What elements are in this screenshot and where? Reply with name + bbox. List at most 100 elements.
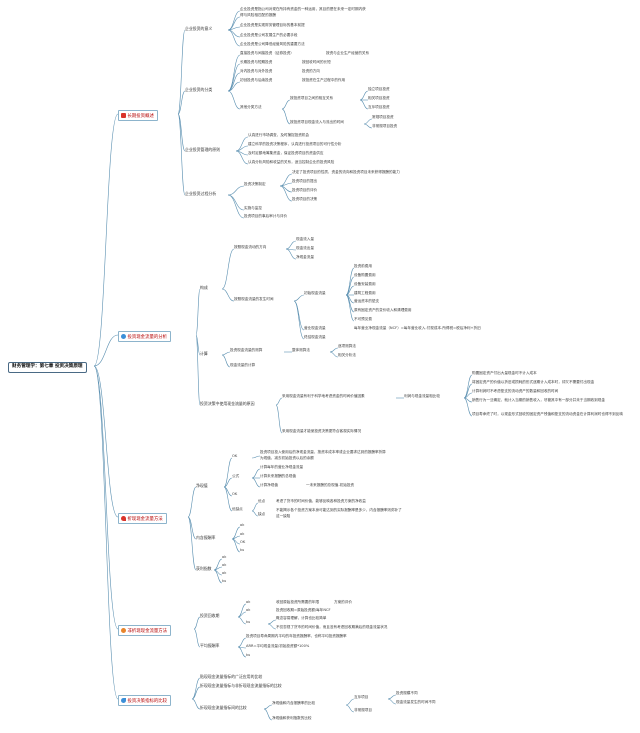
decision-item[interactable]: 投资项目的评价 bbox=[292, 188, 318, 192]
arr-item[interactable]: ku bbox=[246, 653, 251, 657]
profit-diff-item[interactable]: 将固定资产的价值以折旧或损耗的形式逐期计入成本时，却又不需要付出现金 bbox=[472, 380, 595, 384]
type-item[interactable]: 长期投资与短期投资 bbox=[240, 60, 273, 64]
principle-item[interactable]: 认真分析风险和收益的关系，适当控制企业的投资风险 bbox=[248, 160, 335, 164]
decision-making[interactable]: 投资决策制定 bbox=[244, 182, 266, 186]
topic-npv[interactable]: 净现值 bbox=[196, 483, 208, 488]
arr-item[interactable]: 投资项目寿命周期内平均的年投资报酬率，也称平均投资报酬率 bbox=[246, 634, 347, 638]
payback-value[interactable]: 投资回收期=原始投资额/每年NCF bbox=[276, 608, 331, 612]
npv-ok[interactable]: OK bbox=[232, 454, 238, 458]
comparison-item[interactable]: 贴现现金流量指标的广泛应用的比较 bbox=[200, 674, 263, 679]
arr-item[interactable]: ARR=平均现金流量/初始投资额*100% bbox=[246, 644, 310, 648]
pros-text[interactable]: 考虑了货币的时间价值，能够反映各种投资方案的净收益 bbox=[276, 499, 366, 503]
cash-flow-calculation[interactable]: 现金流量的计算 bbox=[230, 363, 256, 367]
decision-item[interactable]: 投资项目的决策 bbox=[292, 197, 318, 201]
type-note[interactable]: 按投资在生产过程中的作用 bbox=[302, 78, 346, 82]
branch-non-discounted-methods[interactable]: 非折现现金流量方法 bbox=[118, 625, 172, 637]
payback-value[interactable]: 收回原始投资所需要的年限 bbox=[276, 600, 320, 604]
pi-item[interactable]: ok bbox=[222, 555, 227, 559]
root-topic[interactable]: 财务管理学：第七章 投资决策原理 bbox=[8, 362, 87, 373]
direction-item[interactable]: 现金流出量 bbox=[296, 246, 314, 250]
reason-objective[interactable]: 采用现金流量才能使投资决策更符合客观实际情况 bbox=[282, 429, 362, 433]
principle-item[interactable]: 认真进行市场调查，及时捕捉投资机会 bbox=[248, 133, 310, 137]
type-item[interactable]: 初创投资与后续投资 bbox=[240, 78, 273, 82]
type-note[interactable]: 按回收时间的长短 bbox=[302, 60, 331, 64]
initial-item[interactable]: 设备购置费用 bbox=[354, 273, 376, 277]
meaning-item[interactable]: 企业投资是公司降低经营风险的重要方法 bbox=[240, 42, 305, 46]
method-item[interactable]: 逐项测算法 bbox=[338, 344, 356, 348]
topic-meaning[interactable]: 企业投资的意义 bbox=[185, 26, 213, 31]
other-class-a-item[interactable]: 独立项目投资 bbox=[368, 87, 390, 91]
operating-formula[interactable]: 每年营业净现金流量（NCF）=每年营业收入-付现成本-所得税=税后净利+折旧 bbox=[354, 326, 481, 330]
formula-step-note[interactable]: 一未来报酬的总现值-初始投资 bbox=[306, 483, 355, 487]
topic-payback[interactable]: 投资回收期 bbox=[200, 613, 220, 618]
pros-label[interactable]: 优点 bbox=[258, 499, 266, 503]
topic-arr[interactable]: 平均报酬率 bbox=[200, 643, 220, 648]
meaning-item[interactable]: 企业投资是公司发展生产的必要手段 bbox=[240, 33, 298, 37]
terminal-cash-flow[interactable]: 终结现金流量 bbox=[304, 335, 326, 339]
other-class-a-item[interactable]: 互斥项目投资 bbox=[368, 105, 390, 109]
cons-label[interactable]: 缺点 bbox=[258, 512, 266, 516]
type-item[interactable]: 其他分类方法 bbox=[240, 105, 262, 109]
payback-key[interactable]: ok bbox=[246, 600, 251, 604]
profit-diff-item[interactable]: 计算利润时不考虑垫支的流动资产的数量和回收的时间 bbox=[472, 389, 559, 393]
topic-calculation[interactable]: 计算 bbox=[200, 351, 208, 356]
initial-item[interactable]: 原有固定资产的变价收入和清理费用 bbox=[354, 308, 412, 312]
process-item[interactable]: 实施与监控 bbox=[244, 206, 262, 210]
branch-discounted-methods[interactable]: 折现现金流量方法 bbox=[118, 513, 167, 525]
reason-profit-vs-cash[interactable]: 利润与现金流量相比较 bbox=[404, 394, 440, 398]
mutual-item[interactable]: 现金流量发生的时间不同 bbox=[396, 700, 436, 704]
estimation-method[interactable]: 整体测算法 bbox=[292, 348, 310, 352]
topic-principles[interactable]: 企业投资管理的原则 bbox=[185, 147, 221, 152]
process-item[interactable]: 投资项目的事后审计与评价 bbox=[244, 214, 288, 218]
branch-cash-flow-analysis[interactable]: 投资现金流量的分析 bbox=[118, 331, 172, 343]
branch-indicator-comparison[interactable]: 投资决策指标的比较 bbox=[118, 695, 172, 707]
flow-period[interactable]: 按照现金流量的发生时间 bbox=[234, 297, 274, 301]
other-class-b-item[interactable]: 非常规项目投资 bbox=[372, 124, 398, 128]
topic-why-cash-flow[interactable]: 投资决策中使用现金流量的原因 bbox=[200, 401, 255, 406]
initial-item[interactable]: 不可预见费 bbox=[354, 317, 372, 321]
payback-pros[interactable]: 概念容易理解，计算也比较简单 bbox=[276, 616, 327, 620]
type-note[interactable]: 按资与企业生产经营的关系 bbox=[326, 51, 370, 55]
irr-item[interactable]: OK bbox=[240, 540, 246, 544]
topic-irr[interactable]: 内含报酬率 bbox=[196, 535, 216, 540]
operating-cash-flow[interactable]: 营业现金流量 bbox=[304, 326, 326, 330]
irr-item[interactable]: ok bbox=[240, 523, 245, 527]
type-item[interactable]: 对内投资与对外投资 bbox=[240, 69, 273, 73]
topic-pi[interactable]: 获利指数 bbox=[196, 566, 212, 571]
initial-item[interactable]: 设备安装费用 bbox=[354, 282, 376, 286]
payback-cons[interactable]: 不仅忽视了货币的时间价值，而且没有考虑回收期满后的现金流量状况 bbox=[276, 625, 388, 629]
cons-text[interactable]: 这一缺陷 bbox=[276, 514, 291, 518]
flow-direction[interactable]: 按照现金流动的方向 bbox=[234, 245, 267, 249]
meaning-item[interactable]: 企业投资是指公司对现在所持有资金的一种运用，其目的是在未来一定时期内获 bbox=[240, 7, 366, 11]
cons-text[interactable]: 不能揭示各个投资方案本身可能达到的实际报酬率是多少，内含报酬率则弥补了 bbox=[276, 508, 402, 512]
initial-item[interactable]: 营运资本的垫支 bbox=[354, 299, 380, 303]
npv-definition[interactable]: 为现值，减去初始投资以后的余额 bbox=[260, 456, 314, 460]
principle-item[interactable]: 及时足额地筹集资金，保证投资项目的资金供应 bbox=[248, 151, 324, 155]
profit-diff-item[interactable]: 项目寿命终了时，以现金形式回收的固定资产残值和垫支的流动资金在计算利润时也得不到… bbox=[472, 412, 623, 416]
formula-step[interactable]: 计算未来报酬的总现值 bbox=[260, 474, 296, 478]
irr-item[interactable]: ku bbox=[240, 548, 245, 552]
principle-item[interactable]: 建立科学的投资决策程序，认真进行投资项目的可行性分析 bbox=[248, 142, 342, 146]
cash-flow-estimation[interactable]: 投资现金流量的测算 bbox=[230, 348, 263, 352]
topic-composition[interactable]: 构成 bbox=[200, 285, 208, 290]
decision-item[interactable]: 决定了投资项目的性质、资金的流向和投资项目未来获得报酬的能力 bbox=[292, 170, 400, 174]
npv-vs-pi[interactable]: 净现值和获利指数的比较 bbox=[272, 716, 312, 720]
comparison-item[interactable]: 折现现金流量指标间的比较 bbox=[200, 705, 247, 710]
topic-investment-types[interactable]: 企业投资的分类 bbox=[185, 87, 213, 92]
profit-diff-item[interactable]: 购置固定资产付出大量现金时不计入成本 bbox=[472, 371, 537, 375]
npv-ok-2[interactable]: OK bbox=[232, 492, 238, 496]
pi-item[interactable]: ok bbox=[222, 563, 227, 567]
profit-diff-item[interactable]: 销售行为一旦确定，就计入当期的销售收入，尽管其中有一部分并未于当期收到现金 bbox=[472, 398, 605, 402]
pi-item[interactable]: ok bbox=[222, 571, 227, 575]
method-item[interactable]: 相关分析法 bbox=[338, 353, 356, 357]
direction-item[interactable]: 净现金流量 bbox=[296, 255, 314, 259]
formula-step[interactable]: 计算每年的营业净现金流量 bbox=[260, 465, 304, 469]
type-note[interactable]: 投资的方向 bbox=[302, 69, 320, 73]
irr-item[interactable]: ok bbox=[240, 532, 245, 536]
payback-key[interactable]: ku bbox=[246, 620, 251, 624]
type-item[interactable]: 直接投资与间接投资（证券投资） bbox=[240, 51, 294, 55]
reason-time-value[interactable]: 采用现金流量有利于科学地考虑资金的时间价值因素 bbox=[282, 394, 365, 398]
pros-cons[interactable]: 优缺点 bbox=[232, 507, 243, 511]
initial-item[interactable]: 投资前费用 bbox=[354, 264, 372, 268]
decision-item[interactable]: 投资项目的提出 bbox=[292, 179, 318, 183]
